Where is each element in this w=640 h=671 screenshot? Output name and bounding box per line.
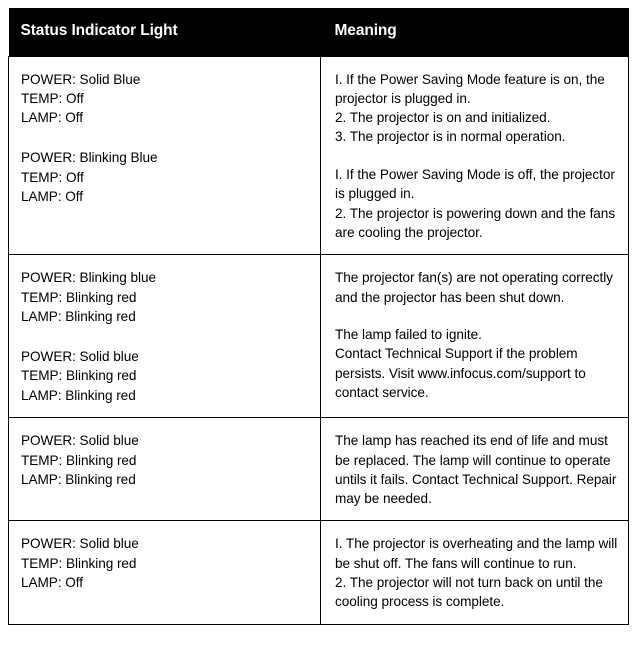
status-cell: POWER: Solid Blue TEMP: Off LAMP: Off PO… bbox=[8, 55, 321, 256]
meaning-cell: I. The projector is overheating and the … bbox=[320, 520, 629, 625]
meaning-block: I. If the Power Saving Mode feature is o… bbox=[335, 71, 605, 145]
table-header-row: Status Indicator Light Meaning bbox=[8, 8, 629, 56]
meaning-cell: The projector fan(s) are not operating c… bbox=[320, 254, 629, 419]
meaning-block: The lamp failed to ignite. Contact Techn… bbox=[335, 327, 586, 401]
column-header-meaning: Meaning bbox=[320, 8, 629, 56]
status-indicator-table: Status Indicator Light Meaning POWER: So… bbox=[8, 8, 629, 625]
meaning-block: The lamp has reached its end of life and… bbox=[335, 433, 617, 507]
status-cell: POWER: Blinking blue TEMP: Blinking red … bbox=[8, 254, 321, 419]
status-block: POWER: Solid blue TEMP: Blinking red LAM… bbox=[21, 536, 139, 591]
meaning-cell: I. If the Power Saving Mode feature is o… bbox=[320, 55, 629, 256]
table-row: POWER: Blinking blue TEMP: Blinking red … bbox=[8, 254, 629, 419]
table-row: POWER: Solid Blue TEMP: Off LAMP: Off PO… bbox=[8, 55, 629, 256]
table-row: POWER: Solid blue TEMP: Blinking red LAM… bbox=[8, 417, 629, 522]
status-cell: POWER: Solid blue TEMP: Blinking red LAM… bbox=[8, 417, 321, 522]
status-block: POWER: Solid blue TEMP: Blinking red LAM… bbox=[21, 433, 139, 488]
status-cell: POWER: Solid blue TEMP: Blinking red LAM… bbox=[8, 520, 321, 625]
status-block: POWER: Blinking blue TEMP: Blinking red … bbox=[21, 270, 156, 325]
meaning-cell: The lamp has reached its end of life and… bbox=[320, 417, 629, 522]
status-block: POWER: Blinking Blue TEMP: Off LAMP: Off bbox=[21, 150, 158, 205]
table-header: Status Indicator Light Meaning bbox=[8, 8, 629, 56]
table-row: POWER: Solid blue TEMP: Blinking red LAM… bbox=[8, 520, 629, 625]
meaning-block: I. The projector is overheating and the … bbox=[335, 536, 618, 610]
meaning-block: I. If the Power Saving Mode is off, the … bbox=[335, 167, 616, 240]
meaning-block: The projector fan(s) are not operating c… bbox=[335, 270, 613, 305]
status-block: POWER: Solid blue TEMP: Blinking red LAM… bbox=[21, 348, 139, 403]
column-header-status-indicator-light: Status Indicator Light bbox=[8, 8, 321, 56]
status-block: POWER: Solid Blue TEMP: Off LAMP: Off bbox=[21, 71, 141, 126]
table-body: POWER: Solid Blue TEMP: Off LAMP: Off PO… bbox=[8, 55, 629, 625]
